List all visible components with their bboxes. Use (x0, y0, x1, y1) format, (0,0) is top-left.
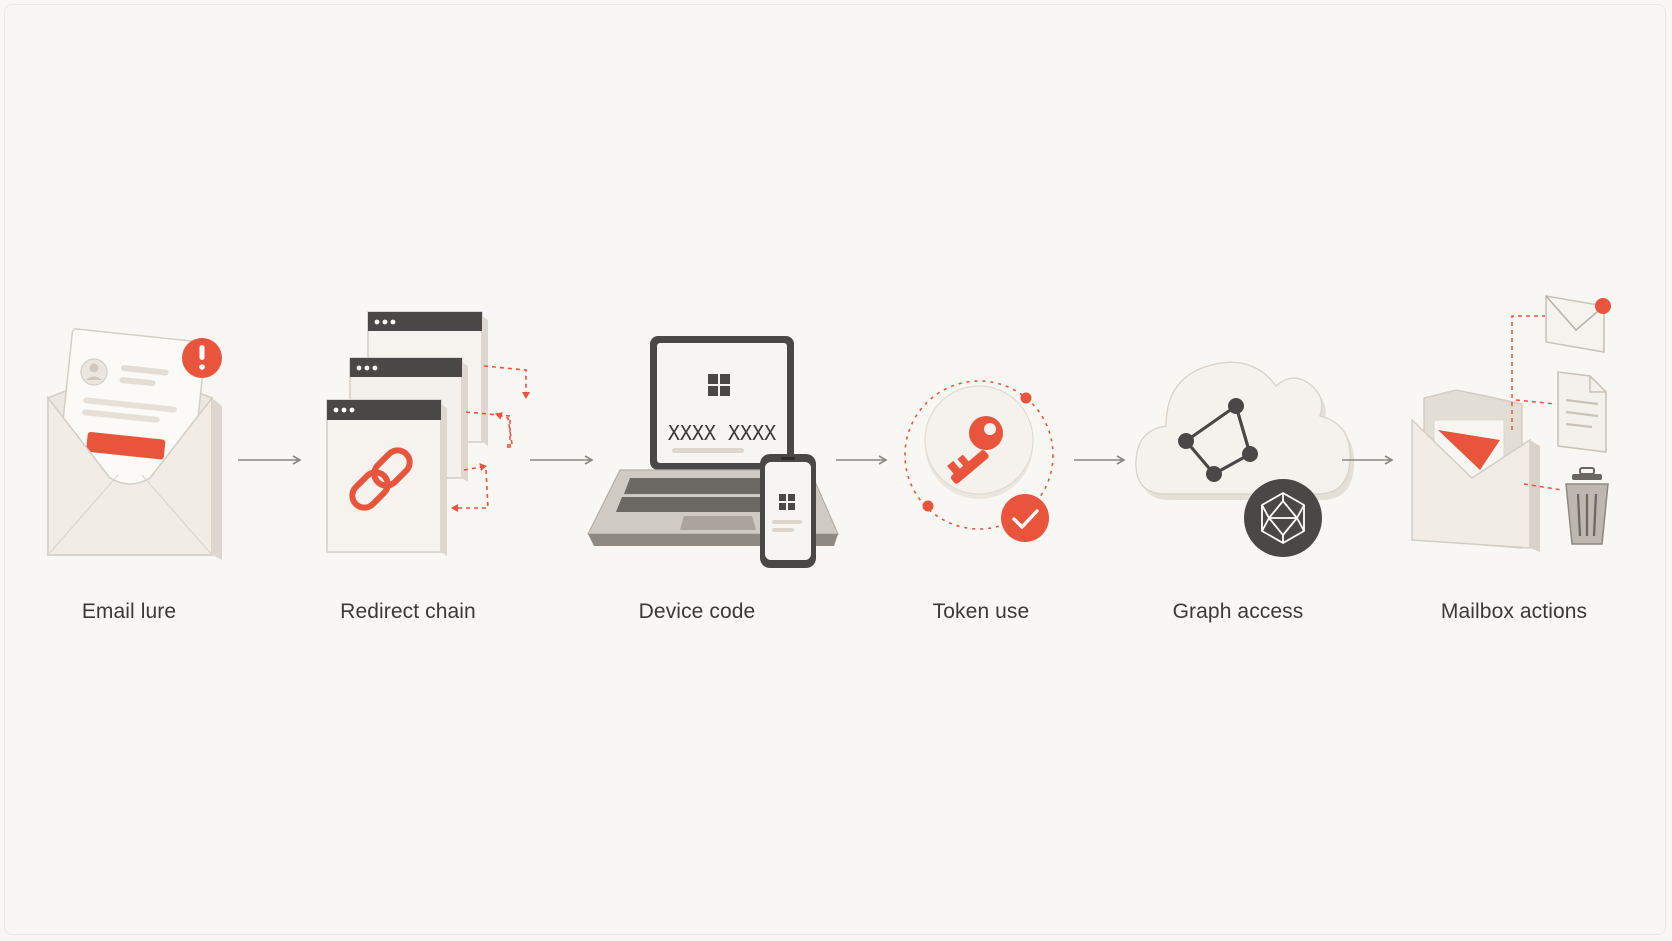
alert-icon (182, 338, 222, 378)
windows-logo-icon (708, 374, 730, 396)
trash-icon (1565, 467, 1609, 545)
email-lure-icon (47, 328, 222, 560)
diagram-frame (4, 4, 1666, 935)
graph-api-badge-icon (1244, 479, 1322, 557)
redirect-arrows (451, 365, 530, 512)
device-code-icon: XXXX XXXX (587, 336, 839, 568)
lure-link-button (86, 432, 166, 460)
token-orbit (904, 380, 1054, 530)
step-label-email-lure: Email lure (81, 600, 177, 623)
mailbox-action-connectors (1511, 315, 1563, 491)
phone-icon (760, 454, 816, 568)
token-key-icon (904, 380, 1054, 542)
check-badge-icon (1001, 494, 1049, 542)
graph-cloud-icon (1135, 361, 1355, 557)
document-icon (1557, 371, 1607, 453)
graph-nodes-icon (1178, 398, 1258, 482)
step-label-redirect-chain: Redirect chain (340, 600, 476, 623)
send-mail-icon (1545, 295, 1611, 353)
browser-window-front (326, 399, 447, 556)
step-label-mailbox-actions: Mailbox actions (1440, 600, 1588, 623)
redirect-chain-icon (326, 311, 530, 556)
step-label-device-code: Device code (638, 600, 756, 623)
step-label-token-use: Token use (932, 600, 1030, 623)
step-label-graph-access: Graph access (1172, 600, 1304, 623)
mailbox-folder-icon (1411, 295, 1611, 552)
device-code-text: XXXX XXXX (668, 421, 776, 445)
link-icon (349, 447, 413, 511)
